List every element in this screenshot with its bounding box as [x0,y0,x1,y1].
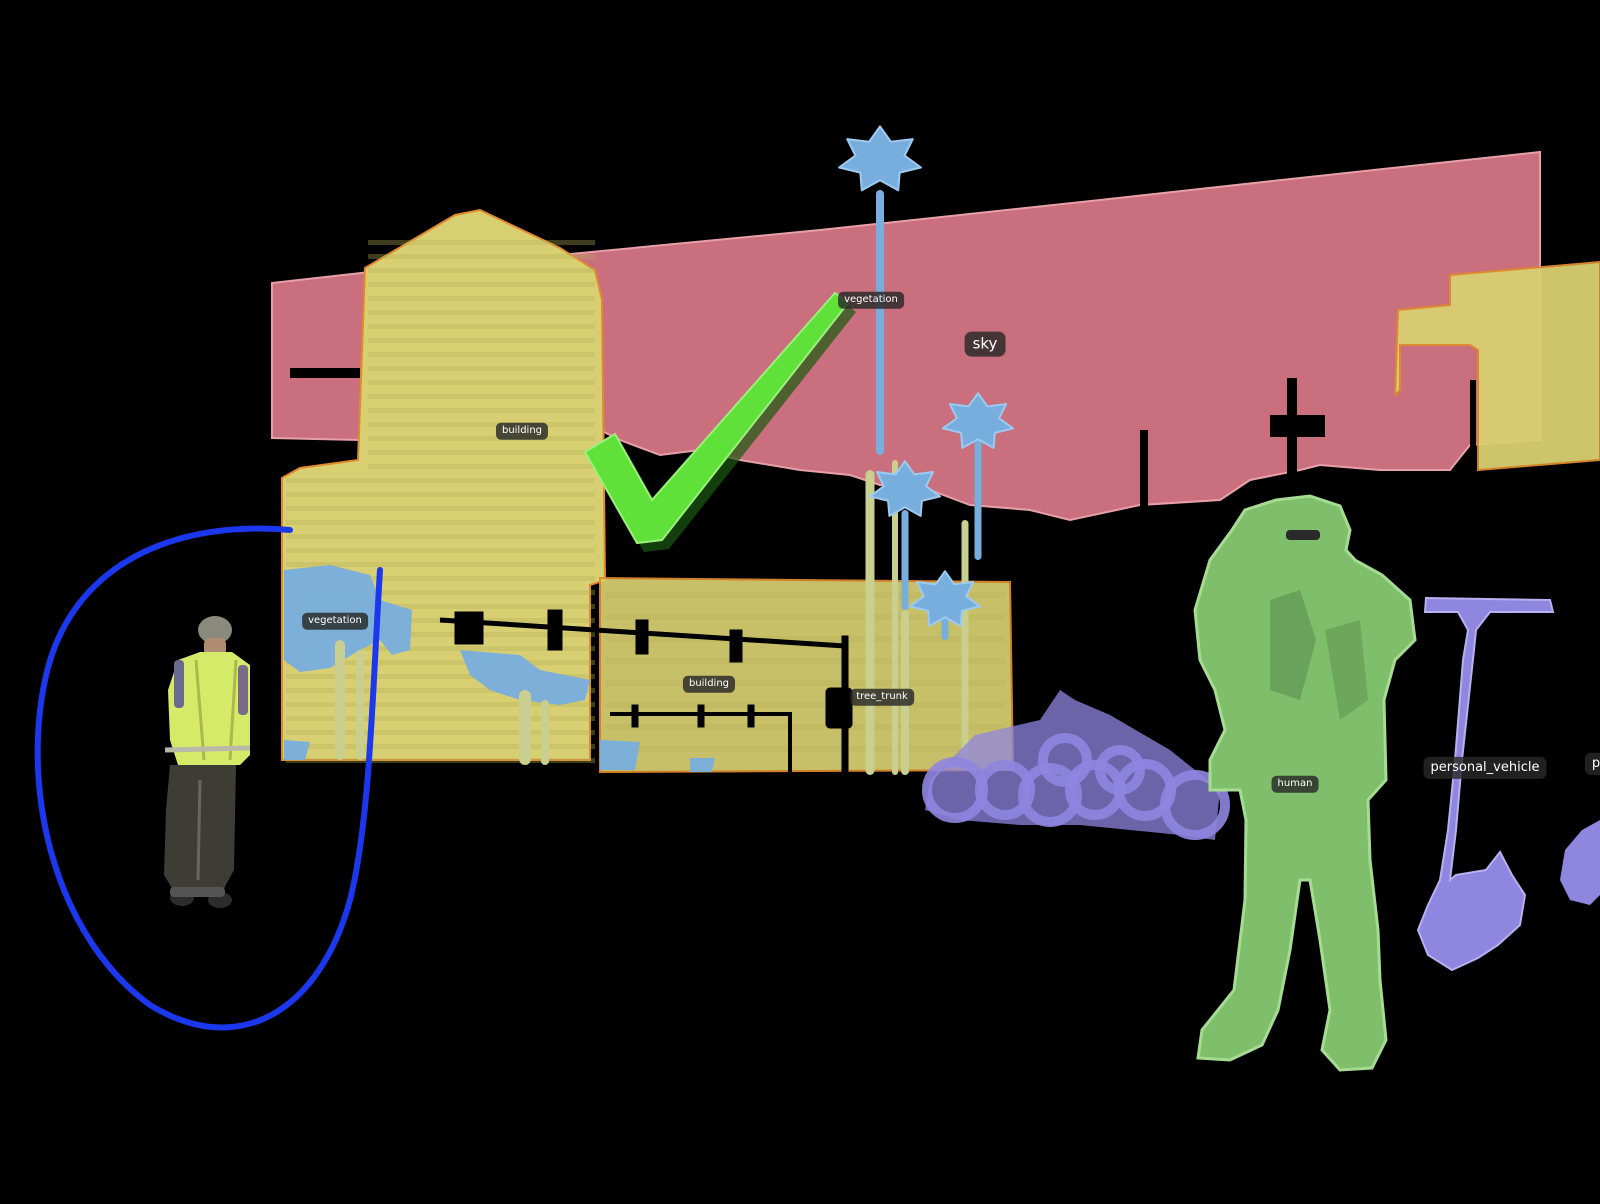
label-building-low: building [682,675,736,693]
building-right-mask [1393,260,1600,472]
label-sky: sky [964,331,1006,357]
human-details [1270,530,1368,720]
label-vegetation-palm: vegetation [838,291,904,309]
label-personal-vehicle-cut: pe [1584,752,1600,776]
vegetation-left-mask [284,565,715,772]
label-tree-trunk: tree_trunk [850,688,914,706]
traffic-signals [439,609,853,777]
vehicle-edge-mask [1560,820,1600,905]
scooter-mask [1416,596,1555,972]
label-personal-vehicle: personal_vehicle [1423,756,1547,780]
hand-drawn-circle [34,525,383,1031]
label-vegetation-left: vegetation [302,612,368,630]
bicycles-cluster-mask [922,690,1230,840]
label-human: human [1271,775,1319,793]
sky-silhouettes [290,368,1476,530]
label-building-tower: building [495,422,549,440]
worker-on-scooter [164,616,251,908]
vegetation-palms-mask [838,125,1015,640]
